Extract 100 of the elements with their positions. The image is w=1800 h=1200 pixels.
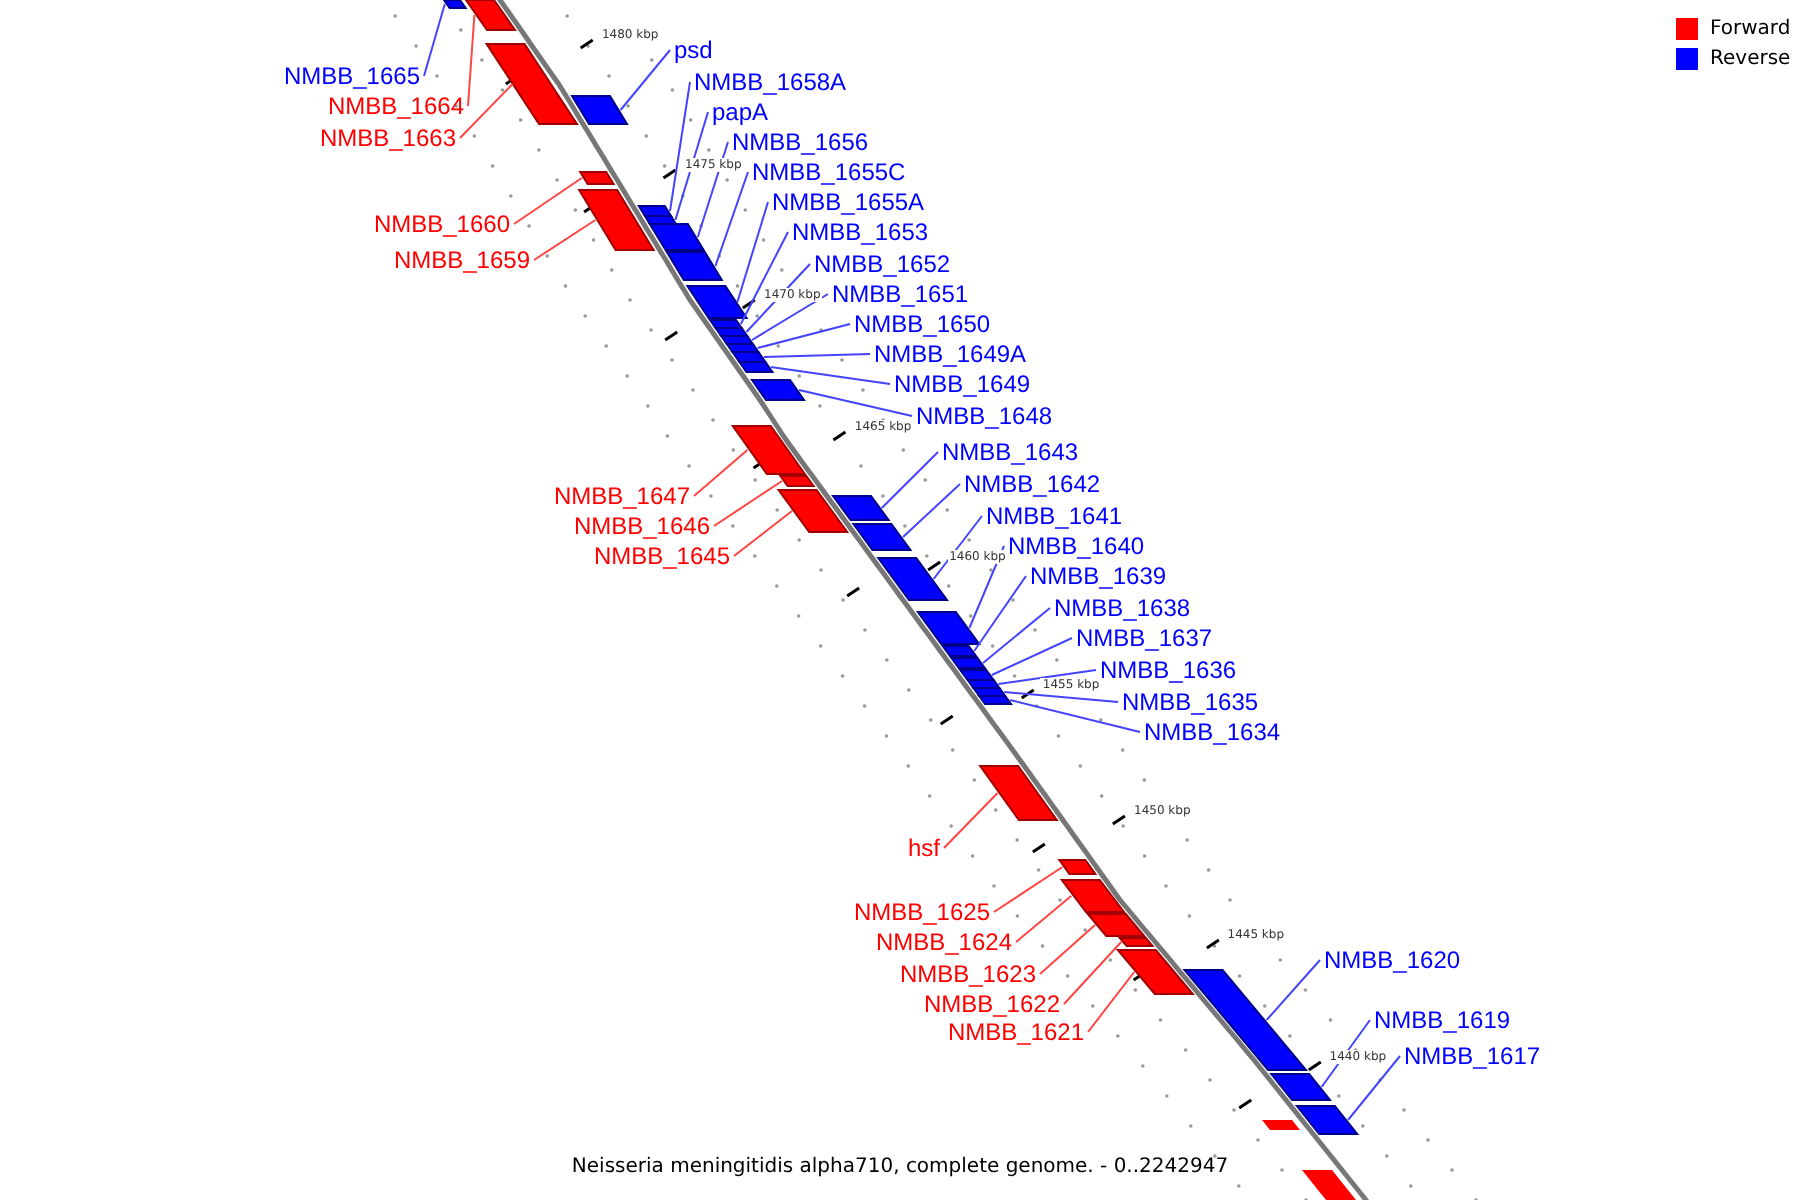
leader-line: [1265, 959, 1321, 1021]
leader-line: [798, 389, 913, 417]
gene-label: NMBB_1636: [1100, 656, 1237, 684]
gene-block: [851, 523, 913, 551]
leader-line: [533, 219, 597, 261]
gene-label: NMBB_1642: [964, 470, 1101, 498]
leader-line: [993, 866, 1064, 913]
leader-line: [423, 3, 446, 77]
gene-block: [578, 171, 616, 185]
gene-block: [570, 95, 629, 125]
gene-block: [665, 251, 724, 281]
gene-block: [977, 695, 1013, 705]
leader-line: [513, 177, 583, 225]
gene-block: [484, 43, 579, 125]
leader-line: [674, 111, 709, 221]
gene-label: NMBB_1658A: [694, 68, 847, 96]
gene-block: [1182, 969, 1309, 1071]
legend-label: Reverse: [1710, 48, 1791, 72]
leader-line: [762, 353, 871, 358]
gene-label: NMBB_1663: [319, 124, 456, 152]
leader-line: [943, 792, 999, 849]
gene-block: [737, 361, 775, 373]
leader-line: [756, 323, 851, 349]
gene-label: NMBB_1624: [875, 928, 1012, 956]
gene-label: NMBB_1641: [986, 502, 1123, 530]
leader-line: [968, 545, 1005, 629]
leader-line: [997, 669, 1097, 685]
gene-label: NMBB_1664: [327, 92, 464, 120]
gene-label: NMBB_1634: [1144, 718, 1281, 746]
gene-block: [648, 223, 706, 251]
leader-line: [880, 451, 939, 509]
gene-label: NMBB_1640: [1008, 532, 1145, 560]
gene-label: NMBB_1652: [814, 250, 951, 278]
leader-line: [1347, 1055, 1401, 1121]
gene-label: NMBB_1647: [553, 482, 690, 510]
leader-line: [459, 83, 514, 139]
leader-line: [693, 449, 749, 497]
leader-line: [733, 510, 793, 557]
gene-label: NMBB_1646: [573, 512, 710, 540]
gene-label: NMBB_1649A: [874, 340, 1027, 368]
gene-label: NMBB_1637: [1076, 624, 1213, 652]
gene-label: NMBB_1659: [393, 246, 530, 274]
gene-label: NMBB_1619: [1374, 1006, 1511, 1034]
leader-line: [739, 231, 789, 325]
gene-block: [1294, 1105, 1360, 1135]
gene-label: hsf: [907, 834, 940, 862]
gene-label: NMBB_1635: [1122, 688, 1259, 716]
leader-line: [467, 14, 476, 107]
leader-line: [751, 293, 829, 341]
gene-block: [1057, 859, 1098, 875]
gene-block: [949, 657, 987, 669]
leader-line: [932, 515, 983, 580]
gene-label: NMBB_1650: [854, 310, 991, 338]
gene-block: [978, 765, 1059, 821]
gene-block: [577, 189, 656, 251]
leader-line: [619, 49, 671, 111]
caption: Neisseria meningitidis alpha710, complete genome. - 0..2242947: [571, 1156, 1229, 1178]
gene-label: NMBB_1656: [732, 128, 869, 156]
gene-block: [750, 379, 806, 401]
gene-block: [876, 557, 949, 601]
leader-line: [713, 480, 783, 527]
gene-label: NMBB_1623: [899, 960, 1036, 988]
gene-label: NMBB_1621: [947, 1018, 1084, 1046]
gene-label: psd: [674, 36, 713, 64]
gene-label: NMBB_1649: [894, 370, 1031, 398]
leader-line: [1087, 971, 1136, 1033]
gene-label: NMBB_1648: [916, 402, 1053, 430]
leader-line: [902, 483, 961, 538]
legend-label: Forward: [1710, 18, 1791, 42]
gene-label: NMBB_1655A: [772, 188, 925, 216]
leader-line: [1063, 941, 1123, 1005]
gene-label: NMBB_1625: [853, 898, 990, 926]
leader-line: [714, 171, 749, 267]
leader-line: [736, 201, 769, 303]
leader-line: [1015, 895, 1073, 943]
leader-line: [696, 141, 729, 238]
gene-label: papA: [712, 98, 769, 126]
gene-block: [1269, 1073, 1333, 1101]
gene-label: NMBB_1639: [1030, 562, 1167, 590]
gene-label: NMBB_1653: [792, 218, 929, 246]
leader-line: [982, 607, 1051, 664]
leader-line: [1003, 691, 1119, 703]
gene-label: NMBB_1660: [373, 210, 510, 238]
gene-block: [442, 0, 468, 9]
gene-block: [831, 495, 891, 521]
gene-label: NMBB_1643: [942, 438, 1079, 466]
gene-label: NMBB_1645: [593, 542, 730, 570]
gene-label: NMBB_1665: [283, 62, 420, 90]
gene-label: NMBB_1638: [1054, 594, 1191, 622]
gene-label: NMBB_1620: [1324, 946, 1461, 974]
leader-line: [973, 575, 1027, 652]
gene-label: NMBB_1655C: [752, 158, 906, 186]
leader-line: [990, 637, 1073, 676]
gene-label: NMBB_1651: [832, 280, 969, 308]
leader-line: [1039, 924, 1096, 975]
leader-line: [669, 81, 691, 212]
leader-line: [769, 366, 891, 385]
gene-label: NMBB_1622: [923, 990, 1060, 1018]
gene-block: [464, 0, 517, 31]
gene-label: NMBB_1617: [1404, 1042, 1541, 1070]
